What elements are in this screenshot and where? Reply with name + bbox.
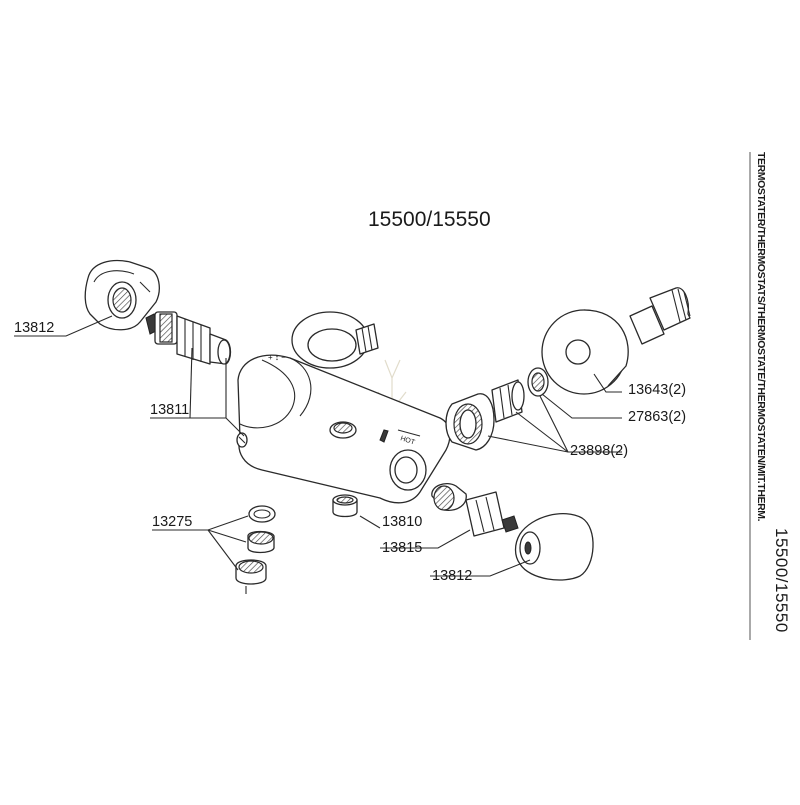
svg-text:+ ↕ −: + ↕ − bbox=[268, 353, 286, 362]
side-model-text: 15500/15550 bbox=[772, 528, 791, 633]
svg-text:HOT: HOT bbox=[399, 435, 416, 446]
part-23898-fitting bbox=[491, 379, 525, 423]
label-13810: 13810 bbox=[382, 514, 422, 530]
label-27863: 27863(2) bbox=[628, 409, 686, 425]
side-category-text: TERMOSTATER/THERMOSTATS/THERMOSTATE/THER… bbox=[755, 152, 767, 522]
label-13815: 13815 bbox=[382, 540, 422, 556]
label-13275: 13275 bbox=[152, 514, 192, 530]
label-23898: 23898(2) bbox=[570, 443, 628, 459]
part-13815-valve bbox=[431, 482, 519, 537]
part-13812-handle-cap bbox=[84, 259, 160, 331]
label-13643: 13643(2) bbox=[628, 382, 686, 398]
part-27863-filter bbox=[527, 367, 549, 397]
label-13812-right: 13812 bbox=[432, 568, 472, 584]
part-23898-nut bbox=[445, 393, 495, 451]
part-wall-connector bbox=[629, 287, 691, 345]
leader-lines bbox=[14, 315, 622, 577]
label-13811: 13811 bbox=[150, 402, 189, 418]
part-13643-wall-flange bbox=[541, 309, 629, 395]
part-13275-aerator bbox=[235, 505, 276, 594]
part-13812-right-handle bbox=[514, 513, 594, 581]
part-13811-cartridge bbox=[145, 311, 232, 365]
diagram-title: 15500/15550 bbox=[368, 208, 491, 231]
part-13810-plug bbox=[332, 494, 358, 518]
label-13812-left: 13812 bbox=[14, 320, 54, 336]
part-mixer-body: HOT + ↕ − bbox=[236, 311, 451, 504]
